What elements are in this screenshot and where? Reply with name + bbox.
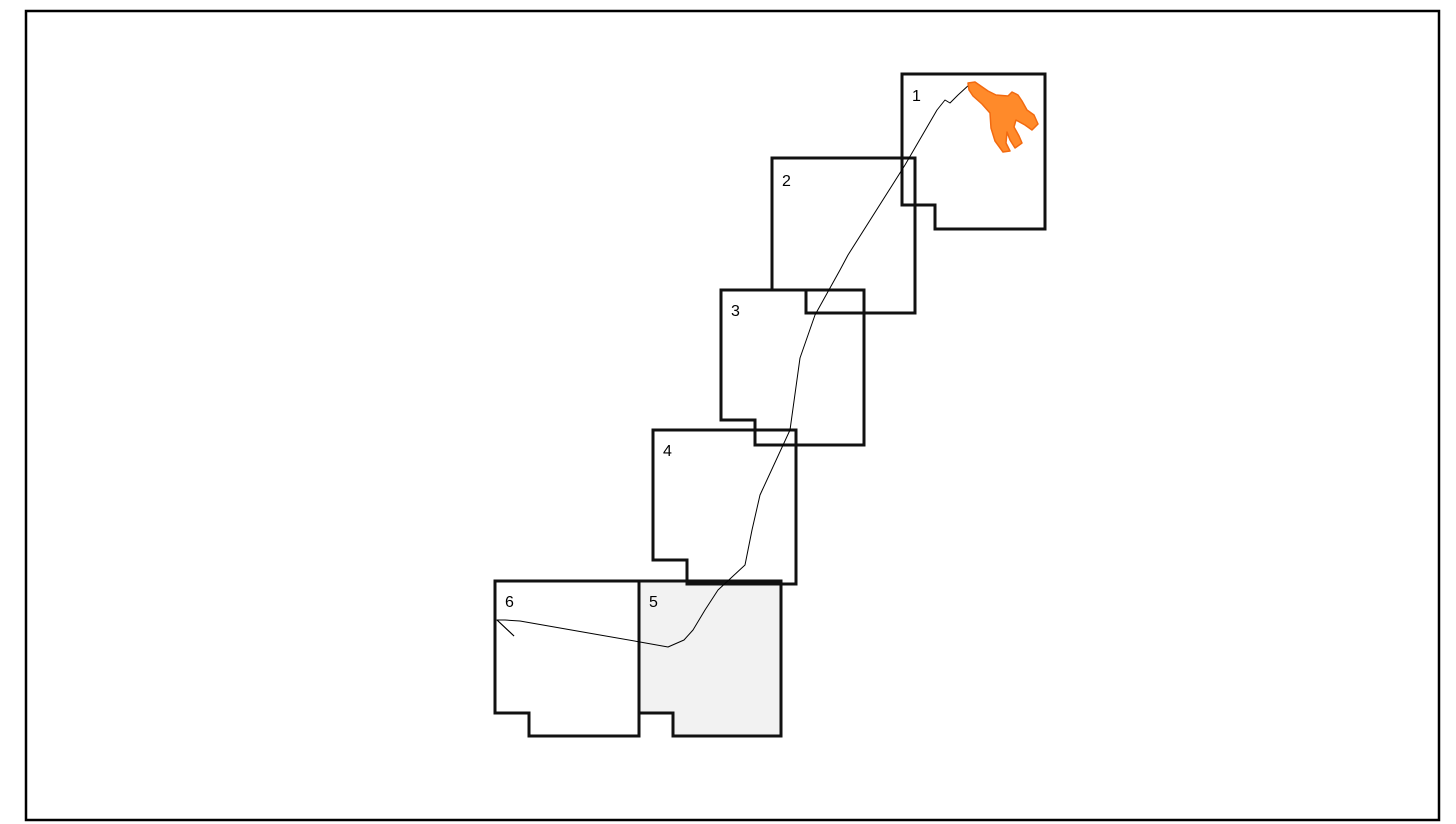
tile-6-label: 6 bbox=[505, 594, 514, 611]
cursor-trace-path bbox=[496, 83, 971, 648]
outer-frame bbox=[24, 9, 1441, 822]
tile-3-label: 3 bbox=[731, 303, 740, 320]
tile-4-label: 4 bbox=[663, 443, 672, 460]
tile-1-label: 1 bbox=[912, 88, 921, 105]
tile-1[interactable] bbox=[900, 72, 1047, 231]
pointing-hand-icon bbox=[967, 81, 1039, 153]
cursor-trace-tail bbox=[496, 619, 515, 637]
tile-6[interactable] bbox=[493, 579, 641, 738]
tile-5-label: 5 bbox=[649, 594, 658, 611]
tile-2-label: 2 bbox=[782, 173, 791, 190]
tile-4[interactable] bbox=[651, 428, 798, 586]
tile-3[interactable] bbox=[719, 288, 866, 447]
tile-5-highlight bbox=[639, 581, 781, 736]
